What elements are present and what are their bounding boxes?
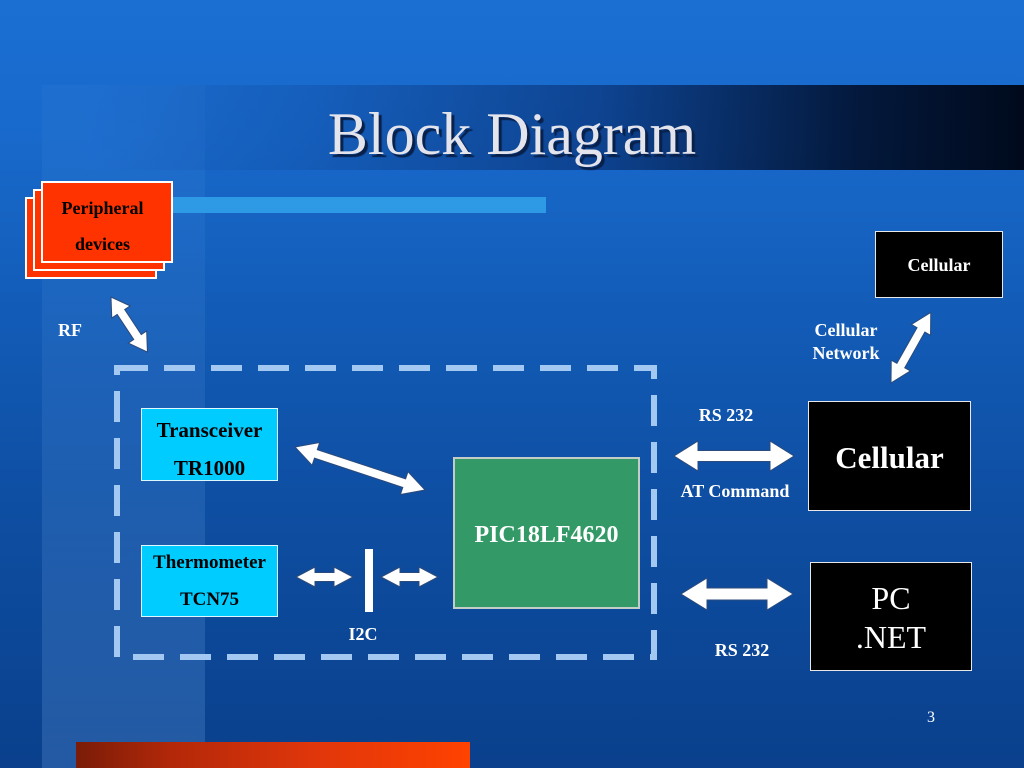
thermometer-label-line2: TCN75 [179,589,240,610]
system-boundary-dashed [114,365,657,660]
at-command-label: AT Command [680,481,790,501]
cellular-remote-block: Cellular [875,231,1003,298]
slide-title: Block Diagram [327,101,697,167]
cellular-remote-label: Cellular [907,255,971,275]
rs232-cellular-double-arrow [673,440,795,472]
cellular-network-label-line1: Cellular [814,320,878,340]
peripheral-devices-block: Peripheral devices [41,181,173,263]
thermometer-label-line1: Thermometer [153,552,266,573]
pc-label-line2: .NET [855,619,927,655]
cellular-module-block: Cellular [808,401,971,511]
transceiver-block: Transceiver TR1000 [141,408,278,481]
rf-label: RF [58,320,82,340]
rs232-bottom-label: RS 232 [714,640,770,660]
cellular-module-label: Cellular [835,440,944,475]
thermometer-bus-double-arrow [294,566,355,588]
title-band [85,85,1024,170]
peripheral-devices-label-line2: devices [75,234,130,254]
i2c-label: I2C [348,624,378,644]
rf-link-double-arrow [110,296,148,353]
rs232-top-label: RS 232 [698,405,754,425]
microcontroller-block: PIC18LF4620 [453,457,640,609]
thermometer-block: Thermometer TCN75 [141,545,278,617]
pc-block: PC .NET [810,562,972,671]
cellular-network-label-line2: Network [812,343,880,363]
transceiver-label-line2: TR1000 [173,456,246,480]
pc-label-line1: PC [871,580,911,616]
transceiver-mcu-double-arrow [294,441,427,496]
rs232-pc-double-arrow [680,577,794,611]
page-number: 3 [927,709,935,726]
cellular-network-label: Cellular Network [796,319,896,364]
bus-mcu-double-arrow [379,566,440,588]
peripheral-devices-label-line1: Peripheral [61,198,144,218]
microcontroller-label: PIC18LF4620 [474,522,619,548]
cellular-network-double-arrow [890,311,932,384]
footer-accent-bar [76,742,470,768]
i2c-bus-bar [365,549,373,612]
transceiver-label-line1: Transceiver [156,418,263,442]
